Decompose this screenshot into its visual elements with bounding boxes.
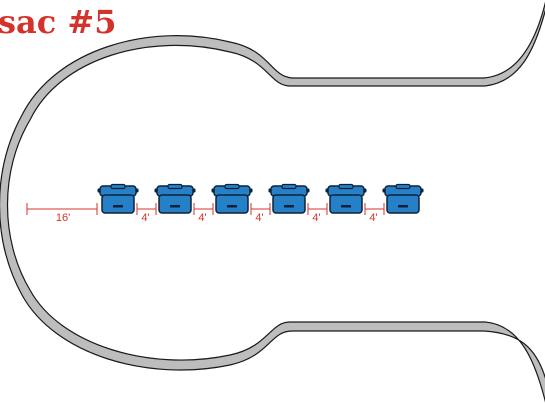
dimension-line: 4' <box>307 203 328 224</box>
cart-icon <box>325 183 367 214</box>
cart-icon <box>382 183 424 214</box>
dimension-label: 4' <box>312 212 320 224</box>
dimension-label: 4' <box>369 212 377 224</box>
dimension-label: 16' <box>56 212 70 224</box>
cart-icon <box>97 183 139 214</box>
dimension-label: 4' <box>198 212 206 224</box>
cart-icon <box>268 183 310 214</box>
dimension-line: 4' <box>193 203 214 224</box>
dimension-label: 4' <box>255 212 263 224</box>
dimension-line: 4' <box>136 203 157 224</box>
dimension-label: 4' <box>141 212 149 224</box>
dimension-line: 4' <box>364 203 385 224</box>
dimension-line: 4' <box>250 203 271 224</box>
cart-icon <box>154 183 196 214</box>
cart-icon <box>211 183 253 214</box>
dimension-group: 16' 4' 4' 4' 4' 4' <box>26 203 385 224</box>
cart-group <box>97 183 424 214</box>
dimension-line: 16' <box>26 203 98 224</box>
diagram-title: sac #5 <box>0 3 117 41</box>
